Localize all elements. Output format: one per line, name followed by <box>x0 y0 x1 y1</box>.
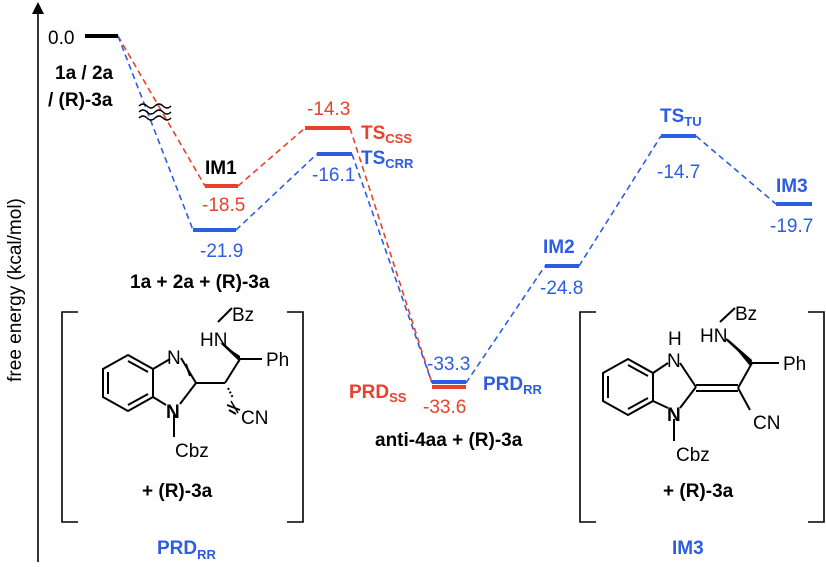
atom-cn: CN <box>241 408 268 429</box>
prd-rr-value: -33.3 <box>427 354 470 375</box>
im3-value: -19.7 <box>770 216 813 237</box>
ts-css-label: TSCSS <box>361 123 412 146</box>
atom-bz: Bz <box>735 304 757 325</box>
left-bracket <box>61 311 78 523</box>
ts-tu-sub: TU <box>684 114 701 129</box>
atom-ph: Ph <box>783 354 806 375</box>
structure-im3: Bz HN Ph H N N CN Cbz + (R)-3a IM3 <box>579 304 825 559</box>
im2-value: -24.8 <box>540 278 583 299</box>
ts-crr-name: TS <box>361 148 385 169</box>
im2-name: IM2 <box>543 237 575 258</box>
ts-tu-name: TS <box>660 106 684 127</box>
prd-ss-name: PRD <box>349 382 389 403</box>
prd-ss-value: -33.6 <box>423 397 466 418</box>
atom-ph: Ph <box>266 350 289 371</box>
atom-n-top: N <box>667 351 681 372</box>
ts-crr-value: -16.1 <box>312 165 355 186</box>
im3-name: IM3 <box>776 176 808 197</box>
anti-product-label: anti-4aa + (R)-3a <box>375 430 523 451</box>
atom-n-top: N <box>167 348 181 369</box>
ts-css-value: -14.3 <box>307 99 350 120</box>
ts-tu-value: -14.7 <box>657 162 700 183</box>
red-pathway <box>117 35 434 387</box>
structure-right-caption: + (R)-3a <box>663 481 734 502</box>
atom-hn: HN <box>200 330 227 351</box>
y-axis-arrow <box>32 2 44 14</box>
structure-right-below-label: IM3 <box>672 538 704 559</box>
structure-left-caption: + (R)-3a <box>142 481 213 502</box>
ts-crr-sub: CRR <box>385 156 414 171</box>
y-axis-label: free energy (kcal/mol) <box>5 198 26 382</box>
im1-red-value: -18.5 <box>202 195 245 216</box>
prd-ss-label: PRDSS <box>349 382 407 405</box>
prd-rr-name: PRD <box>483 374 523 395</box>
atom-cn: CN <box>753 413 780 434</box>
structure-prd-rr: Bz HN Ph N N CN Cbz + (R)-3a PRDRR <box>61 305 304 562</box>
start-value: 0.0 <box>48 28 74 49</box>
left-bracket <box>579 311 596 523</box>
im1-name: IM1 <box>205 158 237 179</box>
prd-rr-sub: RR <box>523 382 542 397</box>
atom-hn: HN <box>700 326 727 347</box>
atom-cbz: Cbz <box>676 445 710 466</box>
atom-n-bottom: N <box>166 402 180 423</box>
prd-rr-label: PRDRR <box>483 374 543 397</box>
wedge-bond <box>219 342 240 362</box>
atom-h: H <box>668 329 682 350</box>
atom-bz: Bz <box>232 305 254 326</box>
start-label-line2: / (R)-3a <box>48 90 113 111</box>
im1-blue-value: -21.9 <box>200 241 243 262</box>
ts-crr-label: TSCRR <box>361 148 414 171</box>
ts-css-name: TS <box>361 123 385 144</box>
wedge-bond <box>727 338 752 366</box>
right-bracket <box>808 311 825 523</box>
structure-left-below-label: PRDRR <box>157 538 217 562</box>
ts-tu-label: TSTU <box>660 106 702 129</box>
prd-ss-sub: SS <box>389 390 407 405</box>
blue-pathway <box>117 35 777 384</box>
ts-css-sub: CSS <box>385 131 412 146</box>
start-label-line1: 1a / 2a <box>55 63 114 84</box>
atom-cbz: Cbz <box>175 441 209 462</box>
im1-sum-label: 1a + 2a + (R)-3a <box>130 272 270 293</box>
axis-break-mark <box>138 103 172 121</box>
right-bracket <box>287 311 304 523</box>
atom-n-bottom: N <box>667 405 681 426</box>
